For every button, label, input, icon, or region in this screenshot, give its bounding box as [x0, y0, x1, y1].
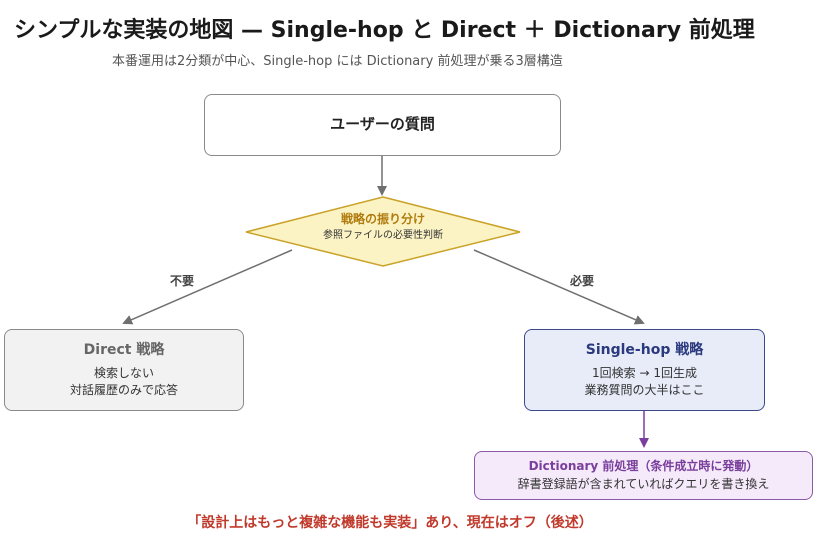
user-question-label: ユーザーの質問	[330, 115, 435, 134]
dictionary-preprocess-line1: 辞書登録語が含まれていればクエリを書き換え	[517, 476, 770, 491]
dictionary-preprocess-node: Dictionary 前処理（条件成立時に発動） 辞書登録語が含まれていればクエ…	[474, 451, 813, 500]
page-title: シンプルな実装の地図 — Single-hop と Direct ＋ Dicti…	[14, 18, 755, 43]
direct-strategy-line1: 検索しない	[93, 365, 154, 380]
single-hop-strategy-label: Single-hop 戦略	[585, 342, 704, 359]
single-hop-strategy-node: Single-hop 戦略 1回検索 → 1回生成 業務質問の大半はここ	[524, 329, 765, 411]
dictionary-preprocess-label: Dictionary 前処理（条件成立時に発動）	[528, 459, 759, 474]
edge-label-not-needed: 不要	[170, 274, 195, 288]
direct-strategy-line2: 対話履歴のみで応答	[69, 383, 178, 398]
single-hop-strategy-line1: 1回検索 → 1回生成	[592, 365, 697, 380]
footer-note: 「設計上はもっと複雑な機能も実装」あり、現在はオフ（後述）	[187, 515, 593, 531]
direct-strategy-node: Direct 戦略 検索しない 対話履歴のみで応答	[4, 329, 244, 411]
user-question-node: ユーザーの質問	[204, 94, 561, 156]
arrow-decision-to-direct	[122, 249, 293, 325]
single-hop-strategy-line2: 業務質問の大半はここ	[584, 383, 705, 398]
decision-diamond	[245, 196, 521, 267]
direct-strategy-label: Direct 戦略	[83, 342, 165, 359]
edge-label-needed: 必要	[570, 274, 595, 288]
arrow-decision-to-single-hop	[473, 249, 645, 325]
strategy-decision-node: 戦略の振り分け 参照ファイルの必要性判断	[283, 210, 483, 243]
decision-detail: 参照ファイルの必要性判断	[323, 230, 443, 241]
page-subtitle: 本番運用は2分類が中心、Single-hop には Dictionary 前処理…	[112, 54, 563, 69]
decision-label: 戦略の振り分け	[340, 212, 425, 226]
